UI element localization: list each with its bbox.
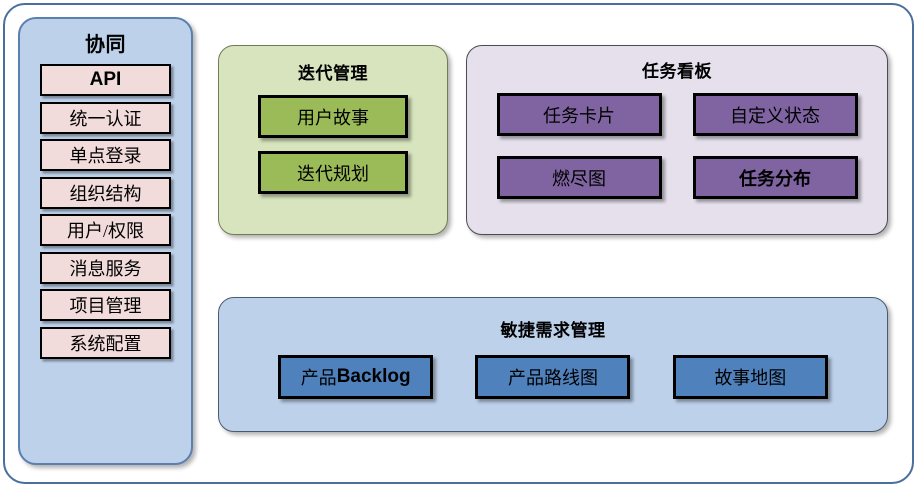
- panel-iteration-management-title: 迭代管理: [298, 64, 368, 83]
- iteration-item-iteration-planning[interactable]: 迭代规划: [258, 151, 408, 194]
- collaboration-service-list: API 统一认证 单点登录 组织结构 用户/权限 消息服务 项目管理 系统配置: [20, 64, 191, 359]
- panel-task-board-title: 任务看板: [642, 62, 712, 81]
- panel-task-board[interactable]: 任务看板 任务卡片 自定义状态 燃尽图 任务分布: [466, 45, 888, 235]
- agile-item-product-roadmap-cjk: 产品路线图: [507, 368, 598, 388]
- taskboard-item-burndown-chart[interactable]: 燃尽图: [496, 156, 662, 199]
- sidebar-item-message-service[interactable]: 消息服务: [40, 251, 171, 284]
- sidebar-item-user-permission[interactable]: 用户/权限: [40, 214, 171, 246]
- agile-item-story-map[interactable]: 故事地图: [672, 355, 828, 399]
- taskboard-item-custom-status[interactable]: 自定义状态: [692, 93, 858, 136]
- sidebar-item-project-management[interactable]: 项目管理: [40, 289, 171, 321]
- panel-collaboration-title: 协同: [85, 34, 126, 56]
- panel-agile-requirement-management-title: 敏捷需求管理: [500, 321, 606, 340]
- panel-iteration-management[interactable]: 迭代管理 用户故事 迭代规划: [218, 45, 448, 235]
- panel-collaboration[interactable]: 协同 API 统一认证 单点登录 组织结构 用户/权限 消息服务 项目管理 系统…: [18, 17, 193, 465]
- iteration-feature-list: 用户故事 迭代规划: [219, 95, 447, 194]
- taskboard-item-task-distribution[interactable]: 任务分布: [692, 156, 858, 199]
- task-board-feature-grid: 任务卡片 自定义状态 燃尽图 任务分布: [467, 93, 887, 199]
- sidebar-item-unified-auth[interactable]: 统一认证: [40, 101, 171, 134]
- taskboard-item-task-card[interactable]: 任务卡片: [496, 93, 662, 136]
- sidebar-item-system-config[interactable]: 系统配置: [40, 326, 171, 359]
- agile-item-product-backlog-cjk: 产品: [300, 368, 337, 388]
- sidebar-item-api[interactable]: API: [40, 64, 171, 96]
- sidebar-item-org-structure[interactable]: 组织结构: [40, 176, 171, 209]
- agile-item-product-backlog-latin: Backlog: [336, 366, 411, 387]
- sidebar-item-single-sign-on[interactable]: 单点登录: [40, 139, 171, 171]
- iteration-item-user-story[interactable]: 用户故事: [258, 95, 408, 138]
- agile-item-product-roadmap[interactable]: 产品路线图: [475, 355, 631, 399]
- agile-item-story-map-cjk: 故事地图: [714, 368, 787, 388]
